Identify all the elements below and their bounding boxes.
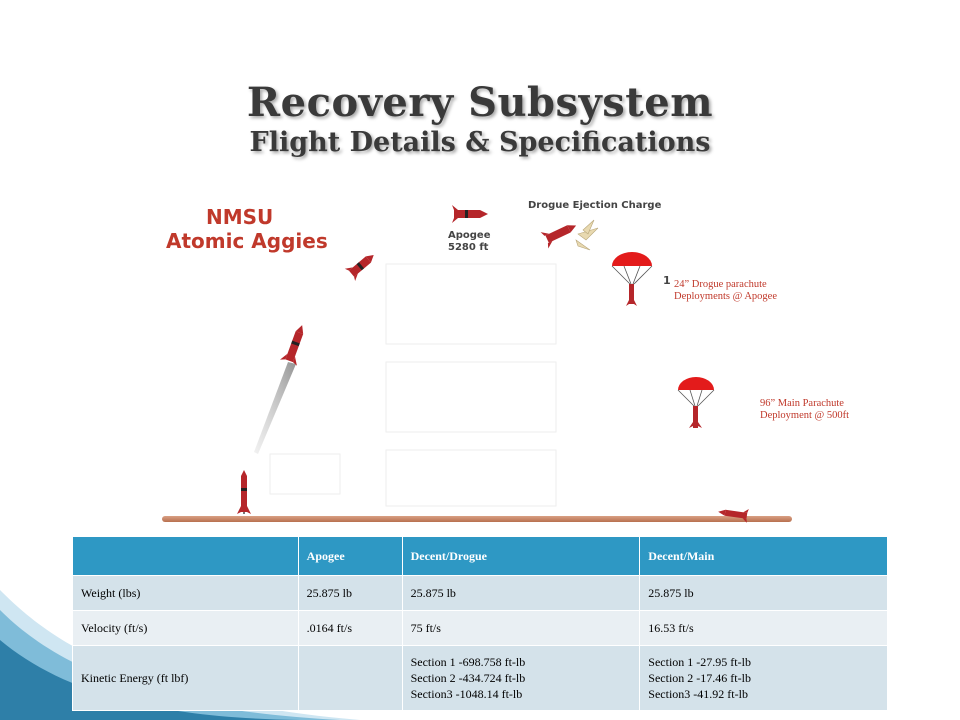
flight-diagram: NMSU Atomic Aggies Apogee 5280 ft Drogue…	[158, 192, 849, 530]
header-cell-drogue: Decent/Drogue	[401, 536, 641, 576]
cell-apogee	[297, 645, 403, 711]
row-label: Weight (lbs)	[72, 575, 299, 611]
drogue-note-line1: 24” Drogue parachute	[674, 279, 767, 290]
ascent-plume	[254, 362, 296, 454]
table-row: Velocity (ft/s) .0164 ft/s 75 ft/s 16.53…	[72, 610, 888, 646]
row-label: Velocity (ft/s)	[72, 610, 299, 646]
cell-main: 16.53 ft/s	[639, 610, 888, 646]
background-panels	[269, 263, 557, 507]
apogee-altitude: 5280 ft	[448, 242, 489, 253]
cell-main: 25.875 lb	[639, 575, 888, 611]
cell-drogue: 25.875 lb	[401, 575, 641, 611]
ascending-rocket	[280, 325, 304, 366]
main-section-3: Section3 -41.92 ft-lb	[648, 687, 748, 701]
table-row: Weight (lbs) 25.875 lb 25.875 lb 25.875 …	[72, 575, 888, 611]
landed-rocket	[718, 509, 749, 523]
step-number: 1	[663, 274, 671, 287]
table-row: Kinetic Energy (ft lbf) Section 1 -698.7…	[72, 645, 888, 711]
drogue-ejection-label: Drogue Ejection Charge	[528, 200, 662, 211]
rocket-on-pad	[237, 470, 251, 514]
specs-table: Apogee Decent/Drogue Decent/Main Weight …	[72, 536, 888, 711]
row-label: Kinetic Energy (ft lbf)	[72, 645, 299, 711]
team-name-line1: NMSU	[206, 205, 274, 229]
cell-drogue: 75 ft/s	[401, 610, 641, 646]
main-section-2: Section 2 -17.46 ft-lb	[648, 671, 751, 685]
slide-subtitle: Flight Details & Specifications	[249, 127, 711, 158]
main-parachute	[677, 377, 715, 428]
apogee-label: Apogee	[448, 230, 491, 241]
ejection-rocket	[540, 225, 577, 249]
cell-apogee: 25.875 lb	[297, 575, 403, 611]
drogue-section-2: Section 2 -434.724 ft-lb	[410, 671, 526, 685]
cell-apogee: .0164 ft/s	[297, 610, 403, 646]
cell-main: Section 1 -27.95 ft-lb Section 2 -17.46 …	[639, 645, 888, 711]
team-name-line2: Atomic Aggies	[166, 229, 328, 253]
drogue-parachute	[611, 252, 653, 306]
cell-drogue: Section 1 -698.758 ft-lb Section 2 -434.…	[401, 645, 641, 711]
table-header-row: Apogee Decent/Drogue Decent/Main	[72, 536, 888, 576]
apogee-rocket	[452, 205, 488, 223]
slide-title: Recovery Subsystem	[246, 79, 714, 126]
drogue-section-1: Section 1 -698.758 ft-lb	[410, 655, 526, 669]
drogue-note-line2: Deployments @ Apogee	[674, 291, 777, 302]
slide-title-block: Recovery Subsystem Flight Details & Spec…	[0, 80, 960, 160]
main-note-line1: 96” Main Parachute	[760, 398, 844, 409]
header-cell-main: Decent/Main	[639, 536, 888, 576]
drogue-section-3: Section3 -1048.14 ft-lb	[410, 687, 523, 701]
main-note-line2: Deployment @ 500ft	[760, 410, 849, 421]
ground-line	[162, 516, 792, 522]
coasting-rocket	[344, 255, 374, 282]
ejection-burst	[575, 219, 599, 251]
header-cell-apogee: Apogee	[297, 536, 403, 576]
header-cell-empty	[72, 536, 299, 576]
main-section-1: Section 1 -27.95 ft-lb	[648, 655, 751, 669]
flight-diagram-graphic	[162, 205, 792, 523]
